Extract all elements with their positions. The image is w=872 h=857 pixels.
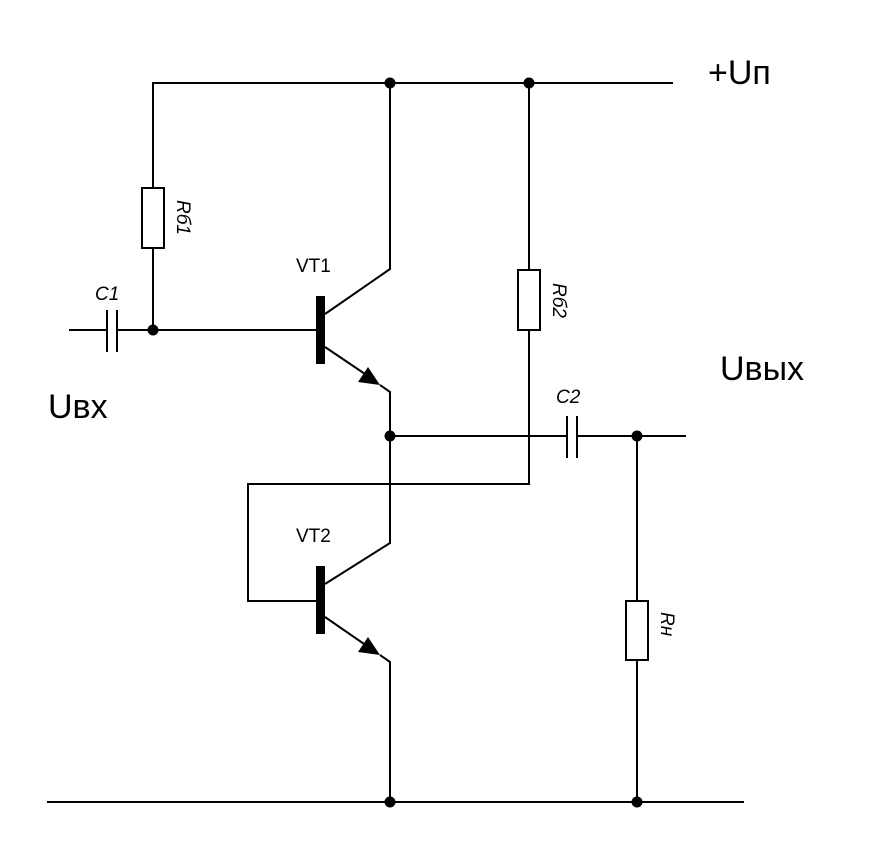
vt1-emitter-arrow [358,367,380,385]
c2-label: C2 [556,387,581,408]
junction-node [631,430,643,442]
vt1-base [316,296,325,364]
vt2-emitter-tail [379,654,391,663]
junction-node [523,77,535,89]
rb1-label: Rб1 [172,200,193,235]
junction-node [384,796,396,808]
junction-node [631,796,643,808]
input-label: Uвх [48,388,108,426]
junction-node [384,77,396,89]
c1-label: C1 [95,284,119,305]
supply-label: +Uп [708,54,771,92]
junction-node [147,324,159,336]
vt2-emitter-arrow [358,637,380,655]
vt1-emitter [324,346,369,377]
resistor-rb2 [517,269,541,331]
output-label: Uвых [720,350,804,388]
vt2-emitter [324,616,368,647]
vt1-collector [324,268,391,315]
vt1-emitter-tail [379,384,391,393]
vt1-label: VT1 [296,256,331,277]
vt2-label: VT2 [296,526,331,547]
rn-label: Rн [656,612,677,637]
resistor-rb1 [141,187,165,249]
resistor-rn [625,600,649,661]
junction-node [384,430,396,442]
vt2-base [316,566,325,634]
rb2-label: Rб2 [548,283,569,318]
vt2-collector [324,542,391,585]
